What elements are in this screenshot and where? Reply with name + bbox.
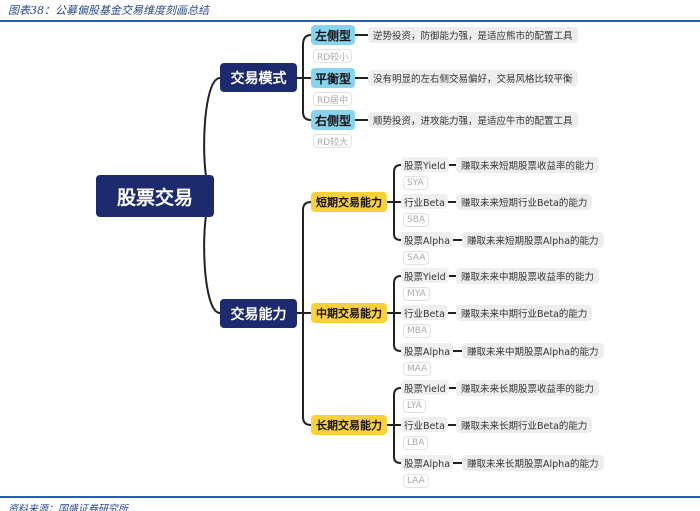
ability-code-tag: MAA xyxy=(403,362,432,376)
top-divider xyxy=(0,20,700,22)
horizon-node: 中期交易能力 xyxy=(311,303,387,323)
rd-tag: RD较小 xyxy=(313,49,353,63)
ability-code-tag: MYA xyxy=(403,287,430,301)
horizon-node: 短期交易能力 xyxy=(311,192,387,212)
mode-description: 没有明显的左右侧交易偏好，交易风格比较平衡 xyxy=(368,70,578,86)
ability-description: 赚取未来中期行业Beta的能力 xyxy=(456,305,593,321)
ability-code-tag: SAA xyxy=(403,251,430,265)
source-note: 资料来源：国盛证券研究所 xyxy=(8,504,128,511)
bottom-divider xyxy=(0,496,700,498)
ability-leaf-node: 股票Yield xyxy=(401,268,449,283)
mode-description: 逆势投资，防御能力强，是适应熊市的配置工具 xyxy=(368,27,578,43)
mode-type-node: 平衡型 xyxy=(311,68,355,88)
ability-leaf-node: 股票Alpha xyxy=(401,343,454,358)
trading-ability-node: 交易能力 xyxy=(220,299,297,328)
ability-code-tag: LBA xyxy=(403,436,429,450)
ability-code-tag: MBA xyxy=(403,324,432,338)
horizon-node: 长期交易能力 xyxy=(311,415,387,435)
mode-type-node: 左侧型 xyxy=(311,25,355,45)
mode-description: 顺势投资，进攻能力强，是适应牛市的配置工具 xyxy=(368,112,578,128)
ability-leaf-node: 股票Yield xyxy=(401,380,449,395)
ability-description: 赚取未来短期股票收益率的能力 xyxy=(456,157,600,173)
ability-leaf-node: 股票Yield xyxy=(401,157,449,172)
ability-leaf-node: 股票Alpha xyxy=(401,455,454,470)
rd-tag: RD居中 xyxy=(313,92,353,106)
ability-description: 赚取未来中期股票Alpha的能力 xyxy=(462,343,604,359)
ability-leaf-node: 行业Beta xyxy=(401,305,448,320)
ability-code-tag: SYA xyxy=(403,176,428,190)
trading-mode-node: 交易模式 xyxy=(220,63,297,92)
figure-caption: 图表38：公募偏股基金交易维度刻画总结 xyxy=(8,4,209,17)
ability-description: 赚取未来中期股票收益率的能力 xyxy=(456,268,600,284)
ability-description: 赚取未来长期股票收益率的能力 xyxy=(456,380,600,396)
mode-type-node: 右侧型 xyxy=(311,110,355,130)
ability-code-tag: LAA xyxy=(403,474,429,488)
ability-leaf-node: 行业Beta xyxy=(401,194,448,209)
rd-tag: RD较大 xyxy=(313,134,353,148)
ability-code-tag: SBA xyxy=(403,213,430,227)
ability-description: 赚取未来长期股票Alpha的能力 xyxy=(462,455,604,471)
ability-leaf-node: 股票Alpha xyxy=(401,232,454,247)
ability-description: 赚取未来短期股票Alpha的能力 xyxy=(462,232,604,248)
root-node: 股票交易 xyxy=(96,175,214,217)
ability-description: 赚取未来长期行业Beta的能力 xyxy=(456,417,593,433)
ability-leaf-node: 行业Beta xyxy=(401,417,448,432)
ability-code-tag: LYA xyxy=(403,399,426,413)
ability-description: 赚取未来短期行业Beta的能力 xyxy=(456,194,593,210)
